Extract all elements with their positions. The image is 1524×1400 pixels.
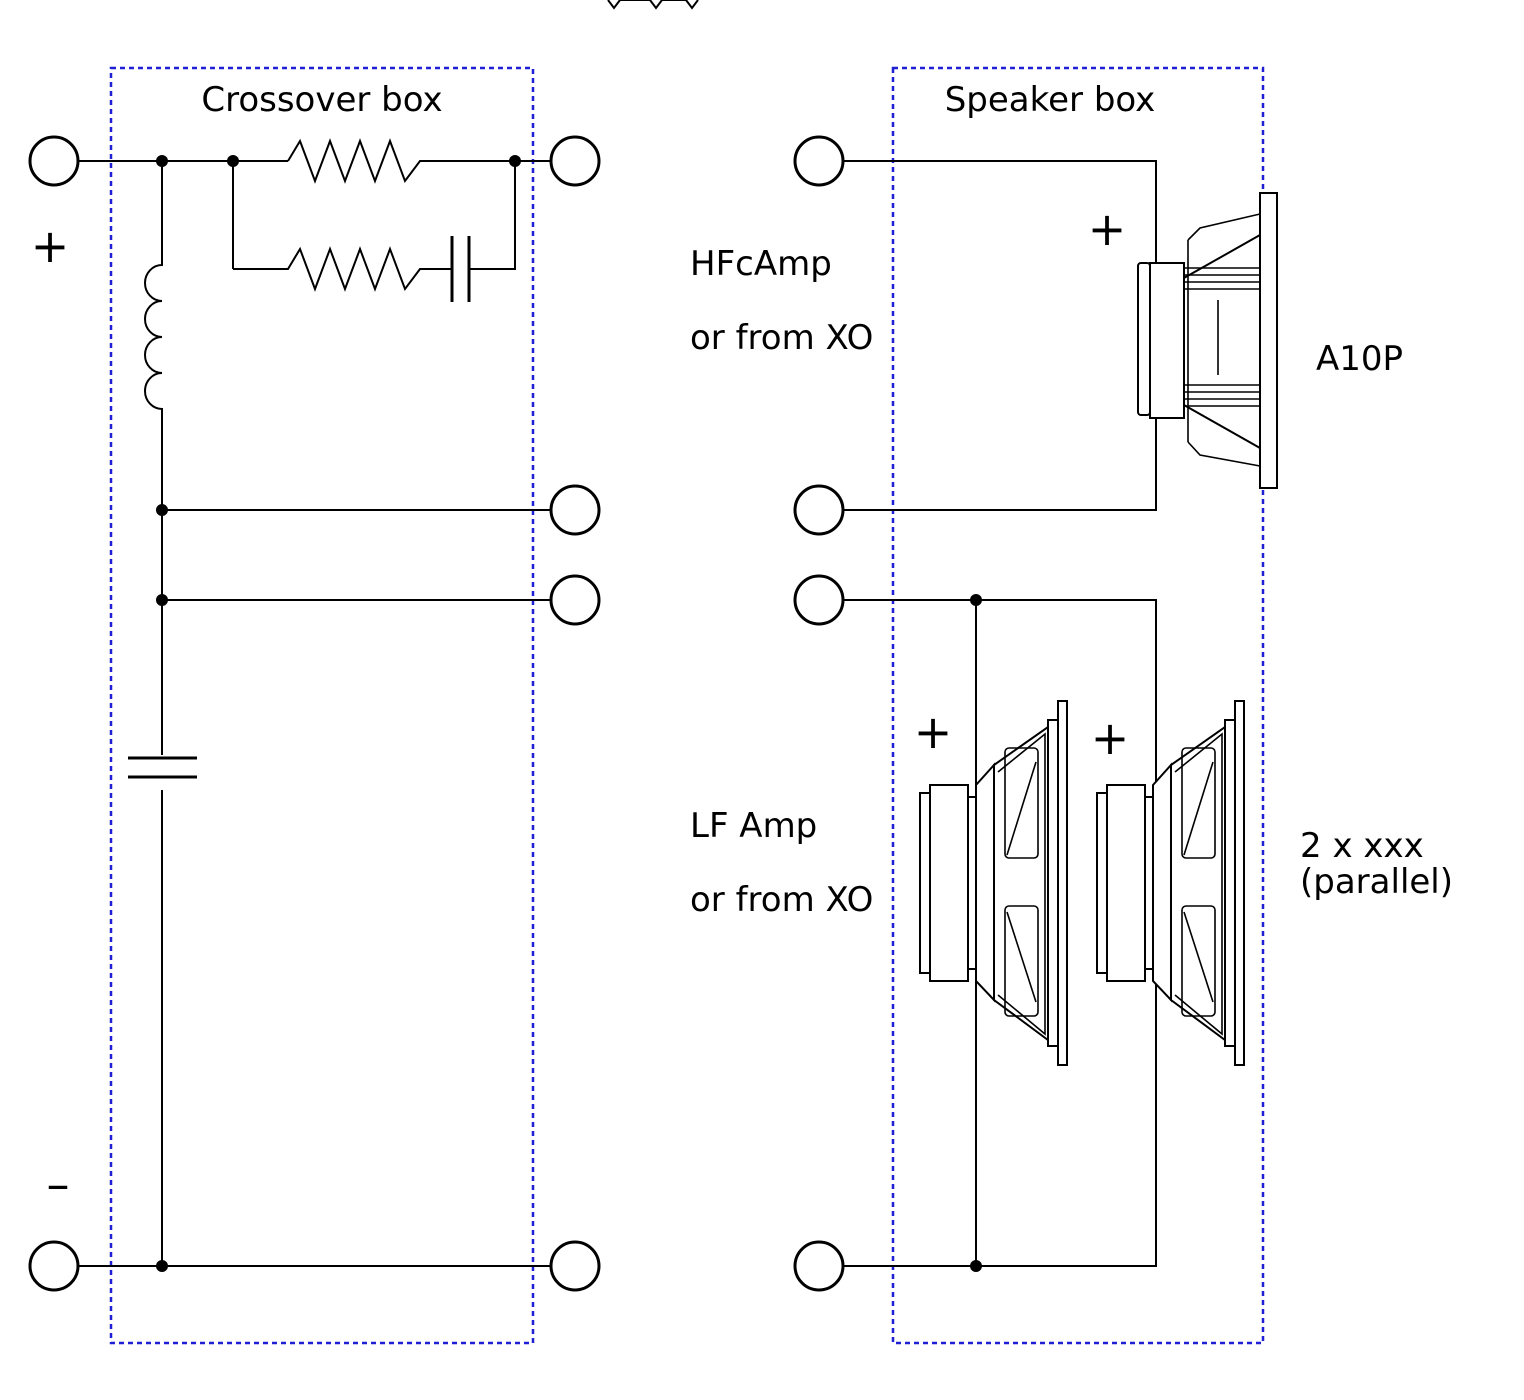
hf-driver-plus-label: +	[1088, 202, 1127, 256]
hf-driver-icon	[1137, 192, 1278, 489]
speaker-terminal-hf-plus	[793, 135, 845, 187]
lf-driver-1-icon	[919, 700, 1068, 1066]
junction-dot	[227, 155, 239, 167]
junction-dot	[509, 155, 521, 167]
hf-amp-label: HFcAmp	[690, 244, 832, 284]
lf-amp-label: LF Amp	[690, 806, 817, 846]
speaker-terminal-lf-plus	[793, 574, 845, 626]
lf-driver-2-plus-label: +	[1091, 711, 1130, 765]
xo-output-terminal-hf-plus	[549, 135, 601, 187]
hf-driver-name: A10P	[1316, 339, 1403, 379]
lf-from-xo-label: or from XO	[690, 880, 873, 920]
lf-driver-1-plus-label: +	[914, 705, 953, 759]
junction-dot	[970, 1260, 982, 1272]
input-plus-label: +	[31, 219, 70, 273]
xo-output-terminal-lf-minus	[549, 1240, 601, 1292]
junction-dot	[970, 594, 982, 606]
lf-driver-name-line1: 2 x xxx	[1300, 826, 1424, 866]
input-minus-label: –	[47, 1157, 70, 1211]
crossover-box-label: Crossover box	[201, 80, 442, 120]
lf-driver-name-line2: (parallel)	[1300, 862, 1453, 902]
speaker-terminal-lf-minus	[793, 1240, 845, 1292]
xo-output-terminal-lf-plus	[549, 574, 601, 626]
lf-driver-2-icon	[1096, 700, 1245, 1066]
xo-output-terminal-hf-minus	[549, 484, 601, 536]
junction-dot	[156, 1260, 168, 1272]
speaker-box-label: Speaker box	[945, 80, 1156, 120]
cropped-resistor-top	[607, 0, 699, 10]
junction-dot	[156, 504, 168, 516]
speaker-terminal-hf-minus	[793, 484, 845, 536]
crossover-network	[78, 138, 550, 1272]
wire-branch-return	[469, 161, 516, 270]
input-terminal-minus	[28, 1240, 80, 1292]
speaker-box-outline	[891, 66, 1265, 1345]
resistor-series	[287, 138, 550, 184]
junction-dot	[156, 594, 168, 606]
crossover-box-outline	[109, 66, 535, 1345]
input-terminal-plus	[28, 135, 80, 187]
junction-dot	[156, 155, 168, 167]
hf-from-xo-label: or from XO	[690, 318, 873, 358]
resistor-branch	[233, 246, 452, 292]
inductor	[144, 245, 163, 455]
